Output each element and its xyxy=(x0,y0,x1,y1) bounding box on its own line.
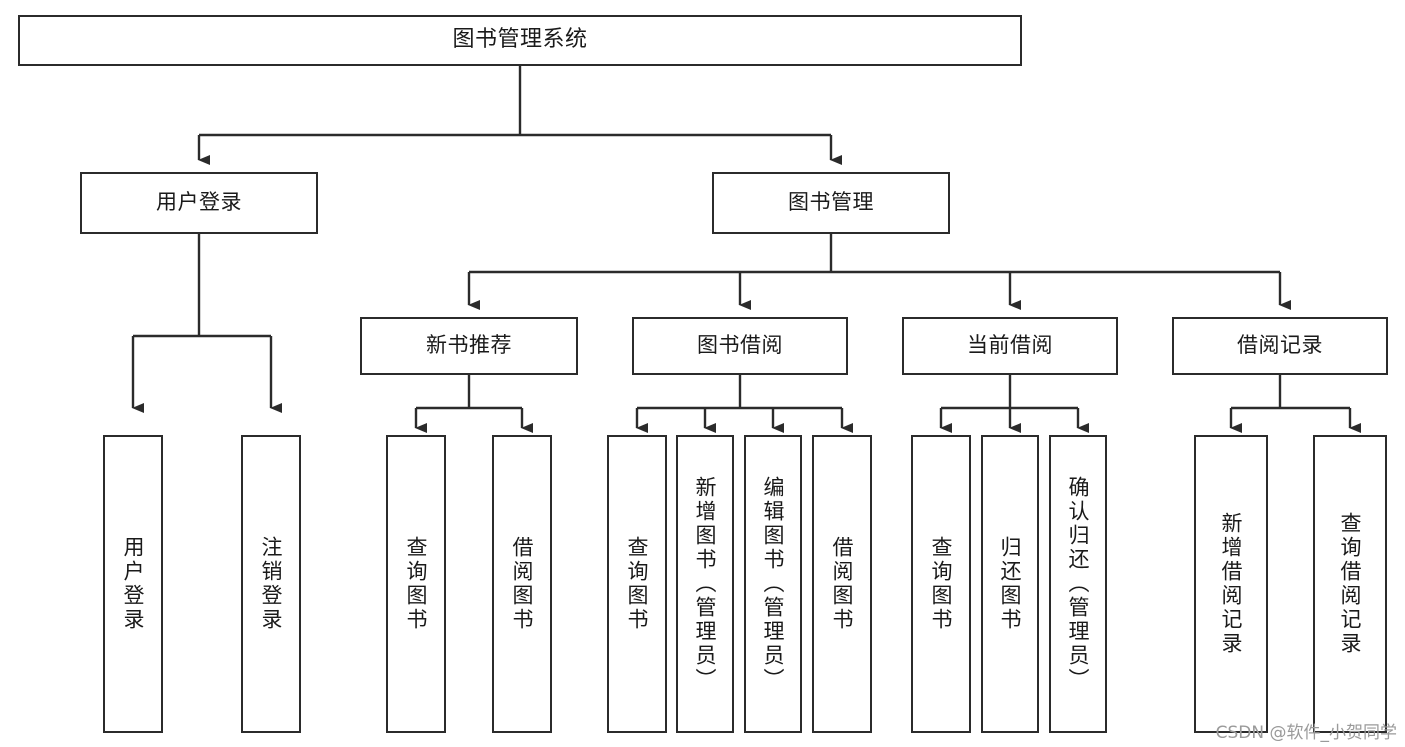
node-label: 新增图书（管理员） xyxy=(693,476,718,692)
leaf-borrow-book[interactable]: 借阅图书 xyxy=(812,435,872,733)
leaf-confirm-return[interactable]: 确认归还（管理员） xyxy=(1049,435,1107,733)
node-book-borrow[interactable]: 图书借阅 xyxy=(632,317,848,375)
node-label: 图书管理 xyxy=(788,190,874,215)
leaf-edit-book[interactable]: 编辑图书（管理员） xyxy=(744,435,802,733)
node-new-book-recommend[interactable]: 新书推荐 xyxy=(360,317,578,375)
node-current-borrow[interactable]: 当前借阅 xyxy=(902,317,1118,375)
node-label: 图书借阅 xyxy=(697,333,783,358)
leaf-query-book-recommend[interactable]: 查询图书 xyxy=(386,435,446,733)
node-label: 借阅图书 xyxy=(510,536,535,632)
node-label: 查询借阅记录 xyxy=(1338,512,1363,656)
leaf-borrow-book-recommend[interactable]: 借阅图书 xyxy=(492,435,552,733)
node-label: 新增借阅记录 xyxy=(1219,512,1244,656)
leaf-query-borrow-record[interactable]: 查询借阅记录 xyxy=(1313,435,1387,733)
node-label: 编辑图书（管理员） xyxy=(761,476,786,692)
leaf-add-book[interactable]: 新增图书（管理员） xyxy=(676,435,734,733)
node-label: 新书推荐 xyxy=(426,333,512,358)
node-label: 查询图书 xyxy=(929,536,954,632)
node-label: 查询图书 xyxy=(404,536,429,632)
node-root-system[interactable]: 图书管理系统 xyxy=(18,15,1022,66)
csdn-watermark: CSDN @软件_小贺同学 xyxy=(1215,723,1397,743)
node-label: 用户登录 xyxy=(121,536,146,632)
node-user-login[interactable]: 用户登录 xyxy=(80,172,318,234)
node-label: 借阅记录 xyxy=(1237,333,1323,358)
node-label: 归还图书 xyxy=(998,536,1023,632)
leaf-add-borrow-record[interactable]: 新增借阅记录 xyxy=(1194,435,1268,733)
node-label: 注销登录 xyxy=(259,536,284,632)
leaf-query-book-current[interactable]: 查询图书 xyxy=(911,435,971,733)
leaf-return-book[interactable]: 归还图书 xyxy=(981,435,1039,733)
leaf-logout-login[interactable]: 注销登录 xyxy=(241,435,301,733)
node-book-management[interactable]: 图书管理 xyxy=(712,172,950,234)
leaf-query-book-borrow[interactable]: 查询图书 xyxy=(607,435,667,733)
node-label: 借阅图书 xyxy=(830,536,855,632)
node-label: 确认归还（管理员） xyxy=(1066,476,1091,692)
node-borrow-record[interactable]: 借阅记录 xyxy=(1172,317,1388,375)
leaf-user-login[interactable]: 用户登录 xyxy=(103,435,163,733)
node-label: 查询图书 xyxy=(625,536,650,632)
node-label: 图书管理系统 xyxy=(452,27,588,53)
node-label: 用户登录 xyxy=(156,190,242,215)
node-label: 当前借阅 xyxy=(967,333,1053,358)
